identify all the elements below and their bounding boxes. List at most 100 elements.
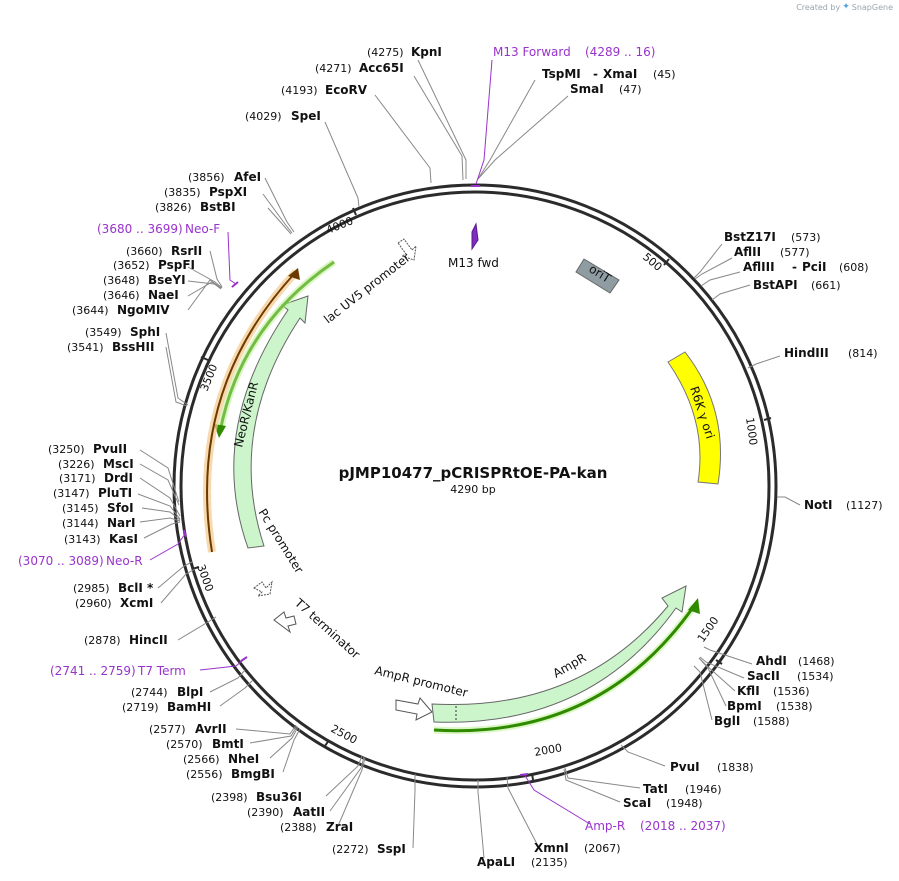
site-pos: (3171)	[59, 472, 96, 485]
site-label-bamhi[interactable]: (2719) BamHI	[122, 700, 211, 714]
site-name: KasI	[109, 532, 138, 546]
site-label-sfoi[interactable]: (3145) SfoI	[62, 501, 134, 515]
site-label-xcmi[interactable]: (2960) XcmI	[75, 596, 153, 610]
site-label-sphi[interactable]: (3549) SphI	[85, 325, 160, 339]
tick-label: 3500	[198, 362, 221, 393]
credit-brand: SnapGene	[851, 2, 893, 12]
site-pos: (3646)	[103, 289, 140, 302]
site-label-bstz17i[interactable]: BstZ17I (573)	[724, 230, 821, 244]
site-name: BmgBI	[231, 767, 275, 781]
site-label-msci[interactable]: (3226) MscI	[58, 457, 134, 471]
t7-terminator-label: T7 terminator	[291, 595, 363, 661]
site-pos: (1468)	[798, 655, 835, 668]
site-name: BstAPI	[753, 278, 798, 292]
site-name: AhdI	[756, 654, 787, 668]
site-label-pspfi[interactable]: (3652) PspFI	[113, 258, 195, 272]
site-name: -	[593, 67, 598, 81]
site-label-bstbi[interactable]: (3826) BstBI	[155, 200, 236, 214]
site-label-kasi[interactable]: (3143) KasI	[64, 532, 138, 546]
site-label-bmgbi[interactable]: (2556) BmgBI	[186, 767, 275, 781]
site-label-smai[interactable]: SmaI (47)	[570, 82, 642, 96]
site-label-hincii[interactable]: (2878) HincII	[84, 633, 168, 647]
site-label-nari[interactable]: (3144) NarI	[62, 516, 136, 530]
primer-label-m13-forward[interactable]: M13 Forward (4289 .. 16)	[493, 45, 655, 59]
site-pos: (2566)	[183, 753, 220, 766]
site-label-bsu36i[interactable]: (2398) Bsu36I	[211, 790, 302, 804]
site-pos: (3660)	[126, 245, 163, 258]
site-name: SphI	[130, 325, 160, 339]
site-pos: (4029)	[245, 110, 282, 123]
site-label-aatii[interactable]: (2390) AatII	[247, 805, 325, 819]
tick-mark	[763, 417, 772, 421]
site-pos: (2556)	[186, 768, 223, 781]
primer-name: T7 Term	[137, 664, 186, 678]
site-label-pluti[interactable]: (3147) PluTI	[53, 486, 132, 500]
site-label-kpni[interactable]: (4275) KpnI	[367, 45, 442, 59]
site-name: ZraI	[326, 820, 353, 834]
site-label-ecorv[interactable]: (4193) EcoRV	[281, 83, 368, 97]
site-label-tspmi-xmai[interactable]: TspMI - XmaI (45)	[542, 67, 676, 81]
neor-kanr-feature[interactable]	[233, 295, 309, 549]
site-label-drdi[interactable]: (3171) DrdI	[59, 471, 133, 485]
site-label-tati[interactable]: TatI (1946)	[643, 782, 722, 796]
site-label-rsrii[interactable]: (3660) RsrII	[126, 244, 202, 258]
site-label-pvuii[interactable]: (3250) PvuII	[48, 442, 127, 456]
site-label-ahdi[interactable]: AhdI (1468)	[756, 654, 835, 668]
credit-prefix: Created by	[796, 2, 841, 12]
site-label-hindiii[interactable]: HindIII (814)	[784, 346, 878, 360]
r6k-ori-feature[interactable]	[667, 351, 722, 485]
site-label-pvui[interactable]: PvuI (1838)	[670, 760, 754, 774]
site-label-sspi[interactable]: (2272) SspI	[332, 842, 406, 856]
site-label-bseyi[interactable]: (3648) BseYI	[103, 273, 186, 287]
site-label-xmni[interactable]: XmnI (2067)	[534, 841, 621, 855]
primer-label-neo-r[interactable]: (3070 .. 3089) Neo-R	[18, 554, 143, 568]
site-label-apali[interactable]: ApaLI (2135)	[477, 855, 568, 869]
site-label-bpmi[interactable]: BpmI (1538)	[727, 699, 813, 713]
site-label-blpi[interactable]: (2744) BlpI	[131, 685, 203, 699]
primer-label-neo-f[interactable]: (3680 .. 3699) Neo-F	[97, 222, 220, 236]
site-label-acc65i[interactable]: (4271) Acc65I	[315, 61, 404, 75]
m13-fwd-feature[interactable]	[471, 222, 479, 251]
site-pos: (2067)	[584, 842, 621, 855]
site-label-avrii[interactable]: (2577) AvrII	[149, 722, 227, 736]
site-label-spei[interactable]: (4029) SpeI	[245, 109, 321, 123]
site-label-bmti[interactable]: (2570) BmtI	[166, 737, 244, 751]
t7-terminator-feature[interactable]	[273, 611, 297, 634]
site-pos: (3549)	[85, 326, 122, 339]
site-pos: (2135)	[531, 856, 568, 869]
site-pos: (2878)	[84, 634, 121, 647]
site-label-bgli[interactable]: BglI (1588)	[714, 714, 790, 728]
site-label-nhei[interactable]: (2566) NheI	[183, 752, 259, 766]
primer-label-amp-r[interactable]: Amp-R (2018 .. 2037)	[585, 819, 726, 833]
site-pos: (4193)	[281, 84, 318, 97]
site-name: KflI	[737, 684, 760, 698]
primer-label-t7-term[interactable]: (2741 .. 2759) T7 Term	[50, 664, 186, 678]
site-label-kfli[interactable]: KflI (1536)	[737, 684, 810, 698]
site-label-scai[interactable]: ScaI (1948)	[623, 796, 703, 810]
site-name: NgoMIV	[117, 303, 170, 317]
site-name: XcmI	[120, 596, 153, 610]
site-label-bsshii[interactable]: (3541) BssHII	[67, 340, 154, 354]
site-label-afei[interactable]: (3856) AfeI	[188, 170, 261, 184]
site-label-sacii[interactable]: SacII (1534)	[747, 669, 834, 683]
site-label-zrai[interactable]: (2388) ZraI	[280, 820, 353, 834]
site-name: Acc65I	[359, 61, 404, 75]
ampr-feature[interactable]	[431, 585, 687, 723]
ampr-promoter-feature[interactable]	[395, 697, 433, 721]
site-label-bstapi[interactable]: BstAPI (661)	[753, 278, 841, 292]
site-label-naei[interactable]: (3646) NaeI	[103, 288, 179, 302]
site-pos: (3143)	[64, 533, 101, 546]
pc-promoter-label: Pc promoter	[255, 506, 306, 576]
site-label-noti[interactable]: NotI (1127)	[804, 498, 883, 512]
orit-feature[interactable]	[575, 258, 620, 294]
site-label-afliii-pcii[interactable]: AflIII - PciI (608)	[743, 260, 869, 274]
site-name: BmtI	[212, 737, 244, 751]
pc-promoter-feature[interactable]	[253, 580, 273, 597]
site-name: AatII	[293, 805, 325, 819]
site-name: NarI	[107, 516, 136, 530]
site-label-pspxi[interactable]: (3835) PspXI	[164, 185, 247, 199]
site-label-bcli[interactable]: (2985) BclI *	[73, 581, 154, 595]
lac-uv5-promoter-feature[interactable]	[397, 238, 417, 261]
site-label-ngomiv[interactable]: (3644) NgoMIV	[72, 303, 170, 317]
site-label-aflii[interactable]: AflII (577)	[734, 245, 810, 259]
